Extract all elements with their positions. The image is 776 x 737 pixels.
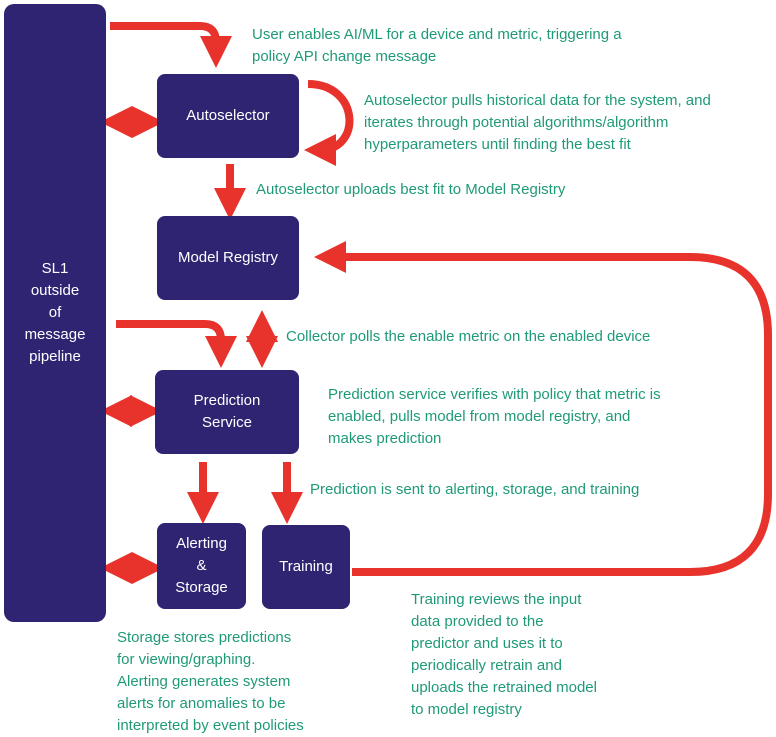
note-autoselector-pull: Autoselector pulls historical data for t… [364,92,711,152]
arrow-training-to-registry [314,241,772,576]
note-collector: Collector polls the enable metric on the… [286,328,651,345]
arrow-sl1-to-prediction [116,320,237,368]
note-prediction-verify: Prediction service verifies with policy … [328,386,661,447]
note-enable: User enables AI/ML for a device and metr… [252,26,622,65]
arrow-autoselector-loop [304,80,354,166]
sl1-box: SL1 outside of message pipeline [4,4,106,622]
note-upload: Autoselector uploads best fit to Model R… [256,181,566,198]
note-prediction-sent: Prediction is sent to alerting, storage,… [310,481,640,498]
note-storage: Storage stores predictions for viewing/g… [117,629,304,734]
model-registry-box: Model Registry [157,216,299,300]
alerting-storage-box: Alerting & Storage [157,523,246,609]
prediction-service-box: Prediction Service [155,370,299,454]
arrow-enable-to-autoselector [110,22,232,68]
note-training: Training reviews the input data provided… [411,591,597,718]
autoselector-box: Autoselector [157,74,299,158]
training-box: Training [262,525,350,609]
